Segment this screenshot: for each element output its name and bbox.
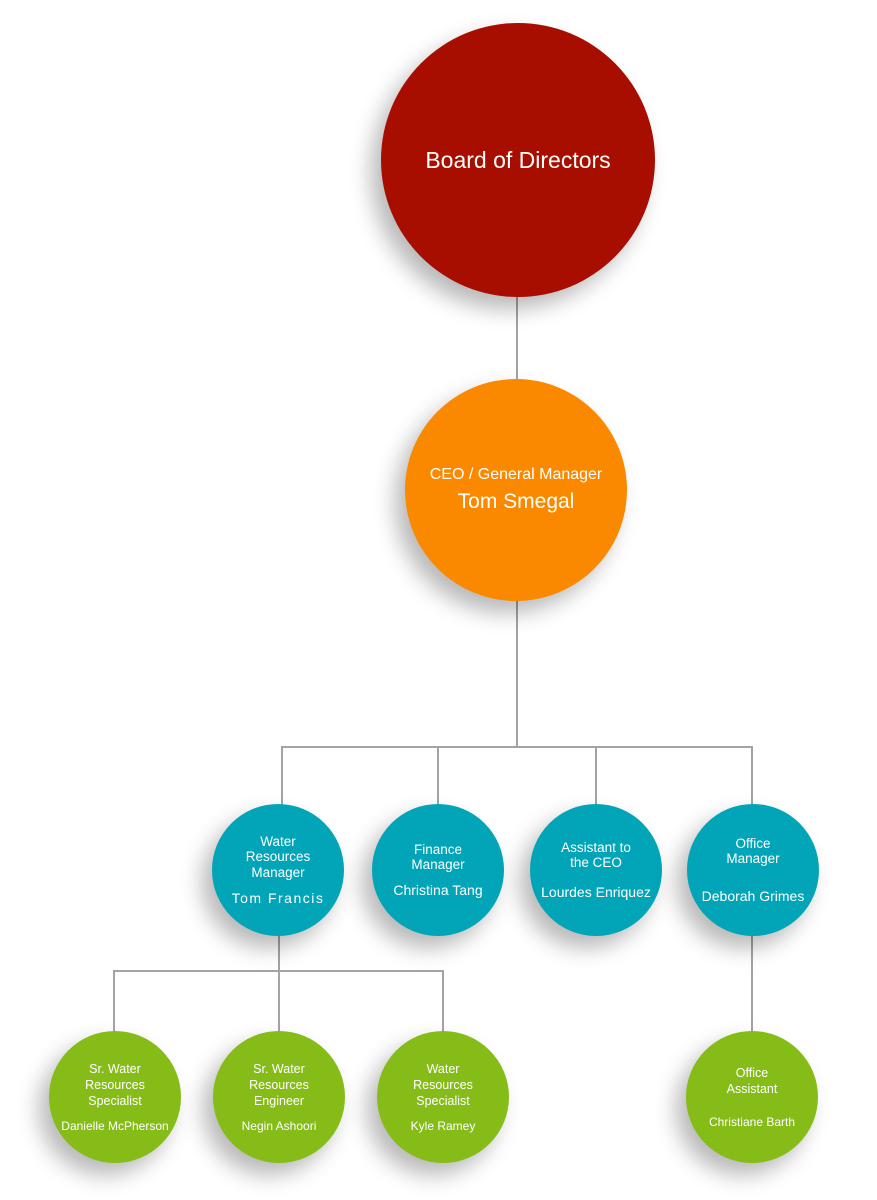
- connector-board-ceo: [516, 297, 518, 381]
- manager-node-finance: Finance Manager Christina Tang: [372, 804, 504, 936]
- node-name: Kyle Ramey: [410, 1119, 476, 1134]
- node-title: Sr. Water Resources Specialist: [85, 1061, 145, 1109]
- connector-wrm-trunk: [278, 934, 280, 972]
- connector-manager-2: [437, 746, 439, 806]
- node-name: Christiane Barth: [708, 1115, 796, 1130]
- connector-staff-2: [278, 970, 280, 1032]
- manager-node-office: Office Manager Deborah Grimes: [687, 804, 819, 936]
- connector-office-manager-assistant: [751, 934, 753, 1032]
- manager-node-water-resources: Water Resources Manager Tom Francis: [212, 804, 344, 936]
- staff-node-sr-specialist: Sr. Water Resources Specialist Danielle …: [49, 1031, 181, 1163]
- connector-manager-3: [595, 746, 597, 806]
- connector-managers-bar: [281, 746, 753, 748]
- node-title: Assistant to the CEO: [561, 839, 631, 870]
- manager-node-assistant-ceo: Assistant to the CEO Lourdes Enriquez: [530, 804, 662, 936]
- connector-ceo-trunk: [516, 600, 518, 748]
- node-name: Tom Francis: [231, 889, 325, 906]
- connector-manager-4: [751, 746, 753, 806]
- connector-manager-1: [281, 746, 283, 806]
- node-title: Water Resources Manager: [245, 834, 311, 880]
- node-title: Finance Manager: [411, 841, 465, 872]
- node-title: CEO / General Manager: [429, 465, 603, 483]
- node-title: Office Assistant: [726, 1065, 778, 1096]
- staff-node-office-assistant: Office Assistant Christiane Barth: [686, 1031, 818, 1163]
- node-name: Negin Ashoori: [241, 1119, 317, 1134]
- node-title: Office Manager: [726, 835, 780, 866]
- staff-node-sr-engineer: Sr. Water Resources Engineer Negin Ashoo…: [213, 1031, 345, 1163]
- node-name: Christina Tang: [393, 882, 483, 899]
- node-title: Board of Directors: [425, 146, 611, 173]
- node-title: Sr. Water Resources Engineer: [249, 1061, 309, 1109]
- ceo-node: CEO / General Manager Tom Smegal: [405, 379, 627, 601]
- node-name: Danielle McPherson: [61, 1119, 169, 1134]
- node-name: Deborah Grimes: [701, 888, 805, 905]
- connector-staff-1: [113, 970, 115, 1032]
- node-name: Lourdes Enriquez: [541, 884, 651, 901]
- board-of-directors-node: Board of Directors: [381, 23, 655, 297]
- connector-staff-3: [442, 970, 444, 1032]
- node-name: Tom Smegal: [457, 490, 575, 514]
- node-title: Water Resources Specialist: [413, 1061, 473, 1109]
- staff-node-specialist: Water Resources Specialist Kyle Ramey: [377, 1031, 509, 1163]
